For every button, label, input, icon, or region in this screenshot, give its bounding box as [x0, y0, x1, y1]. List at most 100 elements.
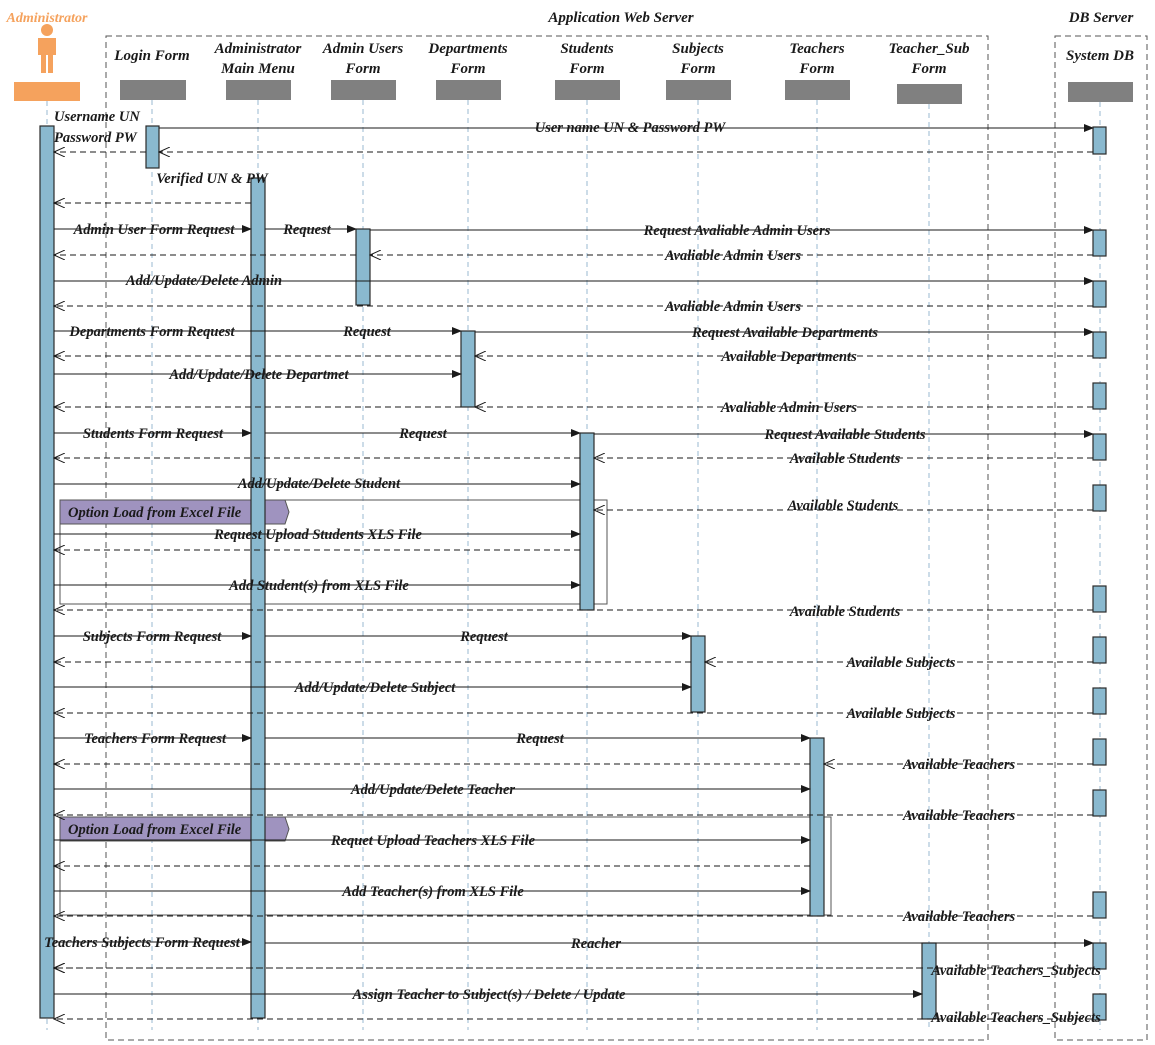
activation-bar-sysdb [1092, 229, 1107, 257]
message-label: Request [515, 731, 565, 747]
lifeline-head-mainmenu [226, 80, 291, 100]
message-label: Add Teacher(s) from XLS File [341, 884, 524, 900]
activation-bar-adminu [355, 228, 371, 306]
message-label: Add Student(s) from XLS File [228, 578, 409, 594]
activation-bar-sysdb [1092, 585, 1107, 613]
lifeline-label-login: Login Form [113, 48, 189, 64]
message-label: Request [459, 629, 509, 645]
person-icon [38, 24, 56, 73]
option-frame-tab [59, 816, 290, 842]
message-label: Add/Update/Delete Teacher [350, 782, 516, 798]
activation-bar-tsub [921, 942, 937, 1020]
message-label: Available Students [789, 604, 901, 620]
lifeline-label-adminu: Form [344, 61, 380, 77]
activation-bar-stud [579, 432, 595, 611]
activation-bar-sysdb [1092, 484, 1107, 512]
activation-bar-teach [809, 737, 825, 917]
message-label: Username UN [54, 109, 140, 125]
message-label: Password PW [54, 130, 138, 146]
message-label: Available Teachers [902, 909, 1016, 925]
lifeline-label-sysdb: System DB [1066, 48, 1134, 64]
activation-bar-login [145, 125, 160, 169]
message-label: Departments Form Request [68, 324, 235, 340]
activation-bar-sysdb [1092, 942, 1107, 970]
lifeline-label-stud: Form [568, 61, 604, 77]
message-label: Request Available Students [763, 427, 925, 443]
lifeline-head-adminu [331, 80, 396, 100]
message-label: Add/Update/Delete Student [237, 476, 401, 492]
activation-bar-sysdb [1092, 789, 1107, 817]
lifeline-label-tsub: Teacher_Sub [888, 41, 970, 57]
message-label: User name UN & Password PW [535, 120, 727, 136]
lifeline-head-subj [666, 80, 731, 100]
message-label: Verified UN & PW [156, 171, 269, 187]
message-label: Add/Update/Delete Subject [294, 680, 457, 696]
message-label: Subjects Form Request [83, 629, 223, 645]
lifeline-label-mainmenu: Administrator [214, 41, 302, 57]
group-frame-web-server [105, 35, 989, 1041]
message-label: Available Subjects [846, 655, 956, 671]
message-label: Requet Upload Teachers XLS File [330, 833, 536, 849]
message-label: Teachers Form Request [84, 731, 227, 747]
message-label: Available Teachers [902, 757, 1016, 773]
message-label: Request Available Departments [691, 325, 878, 341]
lifeline-head-dept [436, 80, 501, 100]
activation-bar-sysdb [1092, 382, 1107, 410]
lifeline-head-tsub [897, 84, 962, 104]
lifeline-label-dept: Form [449, 61, 485, 77]
message-label: Available Teachers [902, 808, 1016, 824]
message-label: Admin User Form Request [73, 222, 236, 238]
message-label: Available Teachers_Subjects [930, 1010, 1101, 1026]
option-frame-label: Option Load from Excel File [68, 505, 242, 521]
message-label: Request [282, 222, 332, 238]
lifeline-label-subj: Form [679, 61, 715, 77]
message-label: Request [398, 426, 448, 442]
message-label: Available Students [787, 498, 899, 514]
option-frame-label: Option Load from Excel File [68, 822, 242, 838]
message-label: Teachers Subjects Form Request [44, 935, 241, 951]
lifeline-label-mainmenu: Main Menu [220, 61, 295, 77]
actor-head-box [14, 82, 80, 101]
activation-bar-sysdb [1092, 891, 1107, 919]
activation-bar-subj [690, 635, 706, 713]
activation-bar-sysdb [1092, 433, 1107, 461]
group-label-web-server: Application Web Server [547, 10, 693, 26]
lifeline-head-sysdb [1068, 82, 1133, 102]
activation-bar-sysdb [1092, 636, 1107, 664]
message-label: Assign Teacher to Subject(s) / Delete / … [352, 987, 626, 1003]
message-label: Available Departments [720, 349, 857, 365]
message-label: Request [342, 324, 392, 340]
message-label: Available Students [789, 451, 901, 467]
message-label: Add/Update/Delete Departmet [168, 367, 349, 383]
activation-bar-sysdb [1092, 126, 1107, 155]
lifeline-head-stud [555, 80, 620, 100]
message-label: Request Avaliable Admin Users [643, 223, 831, 239]
lifeline-label-adminu: Admin Users [322, 41, 404, 57]
lifeline-head-teach [785, 80, 850, 100]
activation-bar-sysdb [1092, 280, 1107, 308]
group-label-db-server: DB Server [1068, 10, 1134, 26]
message-label: Students Form Request [83, 426, 224, 442]
message-label: Avaliable Admin Users [664, 248, 802, 264]
lifeline-label-dept: Departments [427, 41, 507, 57]
message-label: Avaliable Admin Users [664, 299, 802, 315]
lifeline-label-tsub: Form [910, 61, 946, 77]
message-label: Request Upload Students XLS File [213, 527, 422, 543]
activation-bar-dept [460, 330, 476, 408]
actor-label: Administrator [6, 11, 88, 26]
activation-bar-admin [39, 125, 55, 1019]
message-label: Available Teachers_Subjects [930, 963, 1101, 979]
message-label: Reacher [570, 936, 621, 952]
lifeline-head-login [120, 80, 186, 100]
message-label: Avaliable Admin Users [720, 400, 858, 416]
activation-bar-mainmenu [250, 177, 266, 1019]
activation-bar-sysdb [1092, 738, 1107, 766]
message-label: Add/Update/Delete Admin [125, 273, 282, 289]
group-frame-db-server [1054, 35, 1148, 1041]
lifeline-label-teach: Teachers [789, 41, 844, 57]
message-label: Available Subjects [846, 706, 956, 722]
activation-bar-sysdb [1092, 331, 1107, 359]
activation-bar-sysdb [1092, 687, 1107, 715]
option-frame-tab [59, 499, 290, 525]
